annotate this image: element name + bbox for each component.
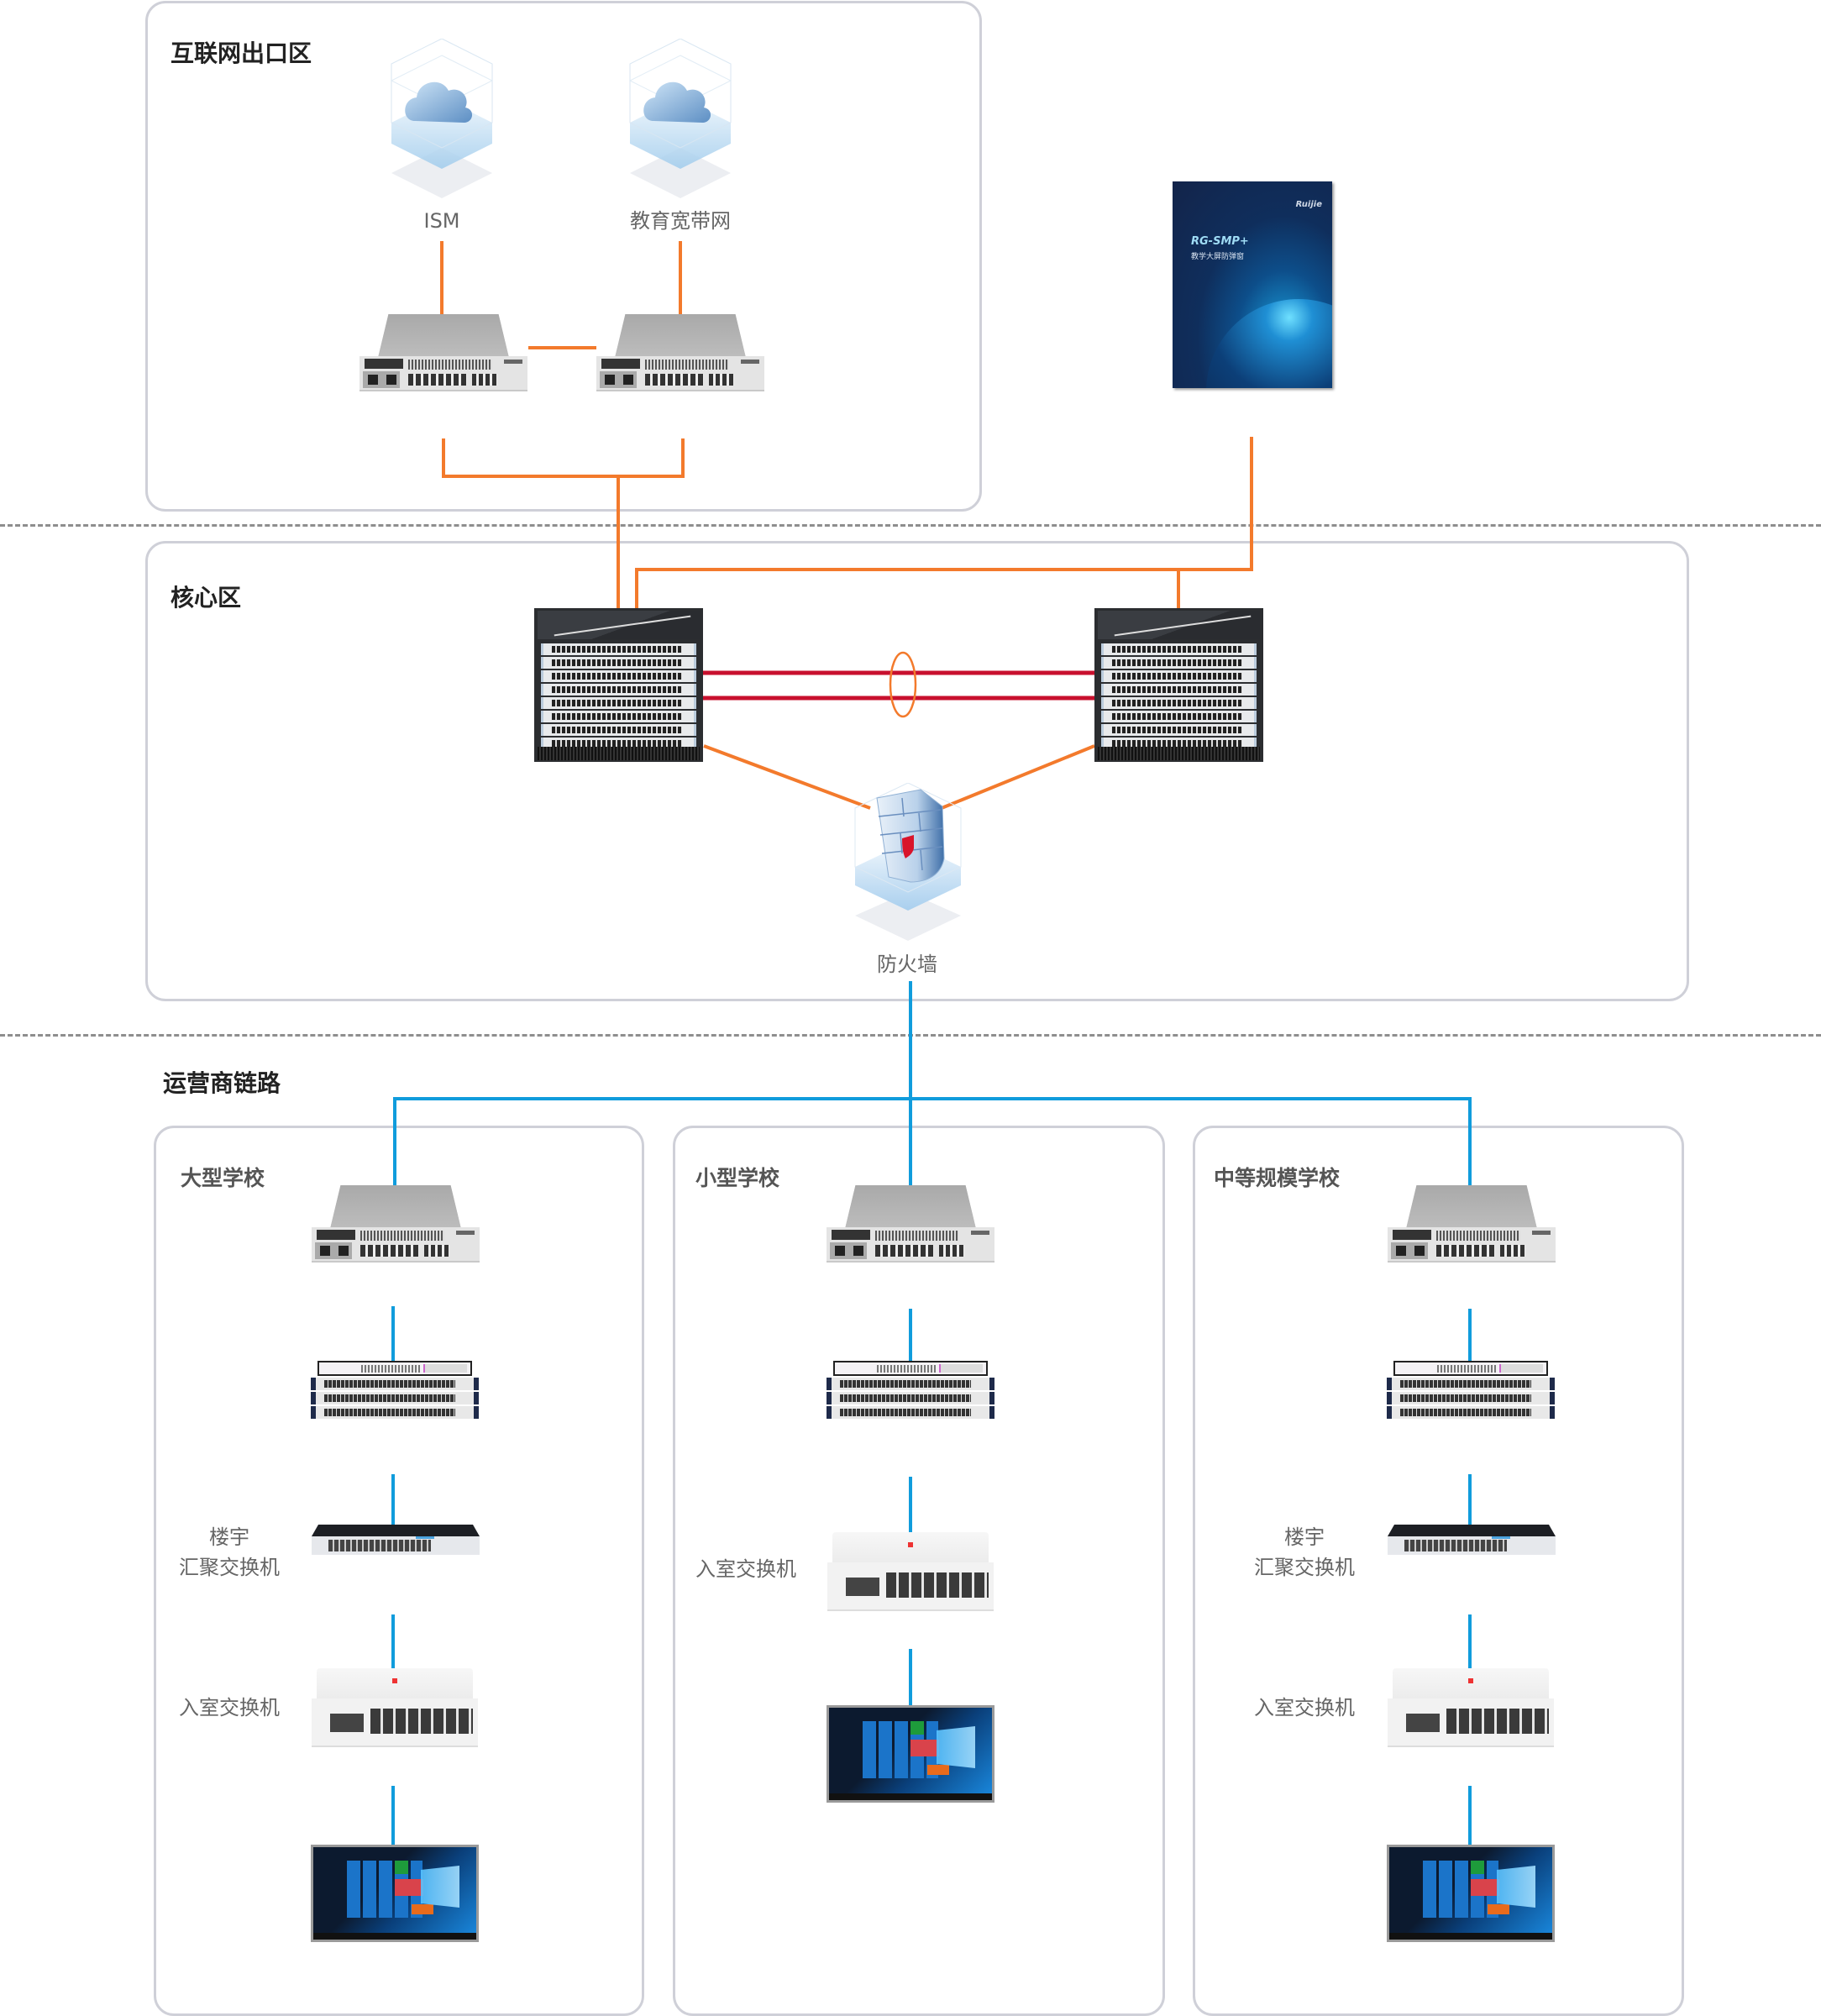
divider-line <box>0 524 1821 527</box>
link-aggregation-ellipse <box>889 651 917 718</box>
product-title: RG-SMP+ <box>1191 235 1249 248</box>
aggregation-switch-label: 楼宇 汇聚交换机 <box>1246 1522 1363 1583</box>
access-switch-icon <box>827 1532 994 1611</box>
stacked-chassis-switch-icon <box>827 1361 994 1421</box>
school-router-icon <box>312 1185 480 1263</box>
product-box-rg-smp: Ruijie RG-SMP+ 教学大屏防弹窗 <box>1173 181 1332 388</box>
stacked-chassis-switch-icon <box>1387 1361 1555 1421</box>
cloud-label-education-network: 教育宽带网 <box>630 209 731 233</box>
label-line: 汇聚交换机 <box>179 1556 280 1579</box>
brand-logo: Ruijie <box>1295 200 1322 209</box>
zone-title-carrier-link: 运营商链路 <box>163 1069 281 1097</box>
product-subtitle: 教学大屏防弹窗 <box>1191 253 1245 261</box>
firewall-icon <box>852 782 964 942</box>
egress-router-icon <box>596 314 764 391</box>
school-router-icon <box>827 1185 994 1263</box>
zone-internet-exit <box>145 1 982 512</box>
zone-title-core: 核心区 <box>171 584 242 612</box>
access-switch-label: 入室交换机 <box>179 1696 280 1719</box>
cloud-icon-education-network <box>622 38 739 198</box>
cloud-icon <box>628 38 732 198</box>
link-core-firewall-left <box>703 744 871 810</box>
link-carrier-trunk <box>393 1097 1472 1185</box>
cloud-icon <box>390 38 494 198</box>
aggregation-switch-label: 楼宇 汇聚交换机 <box>171 1522 288 1583</box>
access-switch-icon <box>312 1668 478 1747</box>
zone-title-internet-exit: 互联网出口区 <box>171 39 312 67</box>
access-switch-label: 入室交换机 <box>695 1557 796 1581</box>
school-title-small: 小型学校 <box>695 1166 780 1190</box>
aggregation-switch-icon <box>312 1525 480 1555</box>
label-line: 楼宇 <box>209 1525 249 1549</box>
school-router-icon <box>1388 1185 1556 1263</box>
interactive-display-icon <box>311 1845 479 1942</box>
cloud-icon-ism <box>383 38 501 198</box>
aggregation-switch-icon <box>1388 1525 1556 1555</box>
egress-router-icon <box>359 314 527 391</box>
core-chassis-switch-icon <box>1094 608 1263 762</box>
blue-carrier-links <box>391 981 1472 1845</box>
label-line: 楼宇 <box>1284 1525 1325 1549</box>
zone-core <box>145 541 1689 1001</box>
orange-uplinks <box>440 241 1253 810</box>
firewall-label: 防火墙 <box>877 953 937 976</box>
access-switch-label: 入室交换机 <box>1254 1696 1355 1719</box>
interactive-display-icon <box>827 1705 994 1803</box>
label-line: 汇聚交换机 <box>1254 1556 1355 1579</box>
access-switch-icon <box>1388 1668 1554 1747</box>
core-chassis-switch-icon <box>534 608 703 762</box>
link-smp-core-left <box>635 437 1253 608</box>
cloud-label-ism: ISM <box>423 209 460 233</box>
link-core-firewall-right <box>941 744 1095 810</box>
interactive-display-icon <box>1387 1845 1555 1942</box>
link-router-bracket <box>442 438 685 478</box>
school-title-large: 大型学校 <box>181 1166 265 1190</box>
stacked-chassis-switch-icon <box>311 1361 479 1421</box>
school-title-medium: 中等规模学校 <box>1214 1166 1341 1190</box>
red-stack-links <box>703 670 1094 701</box>
